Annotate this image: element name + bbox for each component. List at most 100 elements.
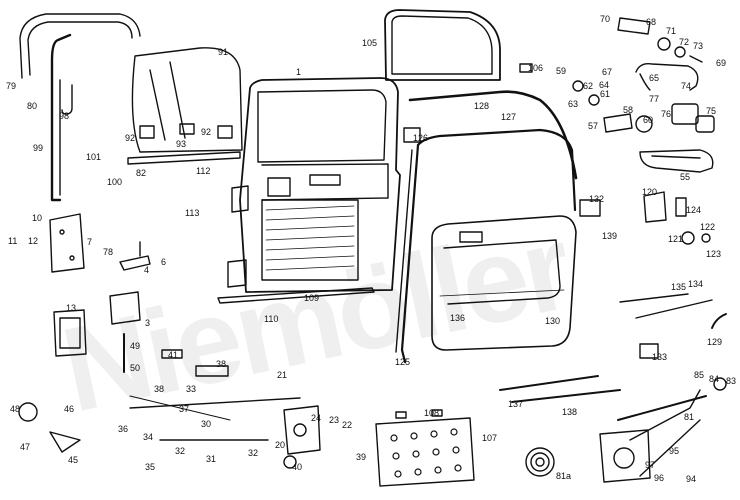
rear-window-frame-105 — [384, 9, 501, 81]
window-seal-79-98 — [19, 13, 141, 202]
label-11: 11 — [8, 236, 18, 246]
label-128: 128 — [474, 101, 490, 111]
seal-j-hook — [61, 84, 73, 115]
label-70: 70 — [600, 14, 611, 24]
label-1: 1 — [296, 67, 302, 77]
label-50: 50 — [130, 363, 141, 373]
label-49: 49 — [130, 341, 141, 351]
label-132: 132 — [589, 194, 605, 204]
label-139: 139 — [602, 231, 618, 241]
control-rods — [123, 293, 727, 441]
label-138: 138 — [562, 407, 578, 417]
label-65: 65 — [649, 73, 660, 83]
label-57: 57 — [588, 121, 599, 131]
label-75: 75 — [706, 106, 717, 116]
label-33: 33 — [186, 384, 197, 394]
label-22: 22 — [342, 420, 353, 430]
label-35: 35 — [145, 462, 156, 472]
label-72: 72 — [679, 37, 690, 47]
hinge-3 — [109, 291, 141, 325]
label-113: 113 — [185, 208, 200, 218]
label-23: 23 — [329, 415, 340, 425]
label-68: 68 — [646, 17, 657, 27]
label-80: 80 — [27, 101, 38, 111]
glass-brackets-92 — [139, 123, 233, 139]
label-135: 135 — [671, 282, 687, 292]
label-62: 62 — [583, 81, 594, 91]
label-38b: 38 — [216, 359, 227, 369]
label-94: 94 — [686, 474, 697, 484]
label-45: 45 — [68, 455, 79, 465]
label-48: 48 — [10, 404, 21, 414]
door-sill-strip-109 — [217, 287, 375, 304]
label-60: 60 — [643, 115, 654, 125]
label-32b: 32 — [248, 448, 259, 458]
label-74: 74 — [681, 81, 692, 91]
label-121: 121 — [668, 234, 684, 244]
label-12: 12 — [28, 236, 39, 246]
outer-door-handle-65 — [635, 62, 699, 91]
label-95: 95 — [669, 446, 680, 456]
label-41: 41 — [168, 350, 179, 360]
label-55: 55 — [680, 172, 691, 182]
label-112: 112 — [196, 166, 211, 176]
hinge-13 — [53, 309, 87, 357]
label-69: 69 — [716, 58, 727, 68]
label-58: 58 — [623, 105, 634, 115]
door-hinges — [227, 185, 249, 288]
label-24: 24 — [311, 413, 322, 423]
label-84: 84 — [709, 374, 720, 384]
label-4: 4 — [144, 265, 150, 275]
label-67: 67 — [602, 67, 613, 77]
label-98: 98 — [59, 111, 70, 121]
label-31: 31 — [206, 454, 217, 464]
door-check-4 — [119, 241, 151, 271]
label-92b: 92 — [201, 127, 212, 137]
hinge-7 — [49, 213, 85, 273]
label-127: 127 — [501, 112, 517, 122]
lock-cylinder-58-60 — [572, 80, 653, 133]
label-13: 13 — [66, 303, 77, 313]
label-120: 120 — [642, 187, 658, 197]
label-130: 130 — [545, 316, 561, 326]
label-36: 36 — [118, 424, 129, 434]
label-93: 93 — [176, 139, 187, 149]
label-40: 40 — [292, 462, 303, 472]
label-3: 3 — [145, 318, 151, 328]
label-64: 64 — [599, 80, 610, 90]
label-108: 108 — [424, 408, 440, 418]
label-20: 20 — [275, 440, 286, 450]
label-63: 63 — [568, 99, 579, 109]
label-97: 97 — [645, 460, 656, 470]
label-77: 77 — [649, 94, 660, 104]
label-71: 71 — [666, 26, 677, 36]
key-cylinder-68 — [617, 17, 703, 63]
label-81: 81 — [684, 412, 695, 422]
label-82: 82 — [136, 168, 147, 178]
label-78: 78 — [103, 247, 114, 257]
inner-lever-55 — [639, 149, 714, 173]
label-37: 37 — [179, 404, 190, 414]
label-61: 61 — [600, 89, 611, 99]
label-92a: 92 — [125, 133, 136, 143]
label-122: 122 — [700, 222, 716, 232]
label-136: 136 — [450, 313, 466, 323]
label-100: 100 — [107, 177, 123, 187]
label-101: 101 — [86, 152, 102, 162]
label-34: 34 — [143, 432, 154, 442]
label-110: 110 — [264, 314, 279, 324]
upper-moulding-128 — [408, 90, 578, 180]
label-81a: 81a — [556, 471, 572, 481]
label-124: 124 — [686, 205, 702, 215]
label-133: 133 — [652, 352, 668, 362]
label-126: 126 — [413, 133, 429, 143]
escutcheon-plates — [671, 103, 715, 133]
regulator-spring-81a — [525, 447, 555, 477]
glass-channel-93 — [127, 151, 241, 165]
door-trim-panel-130 — [431, 215, 577, 351]
label-47: 47 — [20, 442, 31, 452]
window-glass-91 — [131, 47, 243, 153]
door-shell-1 — [239, 77, 401, 293]
label-137: 137 — [508, 399, 524, 409]
